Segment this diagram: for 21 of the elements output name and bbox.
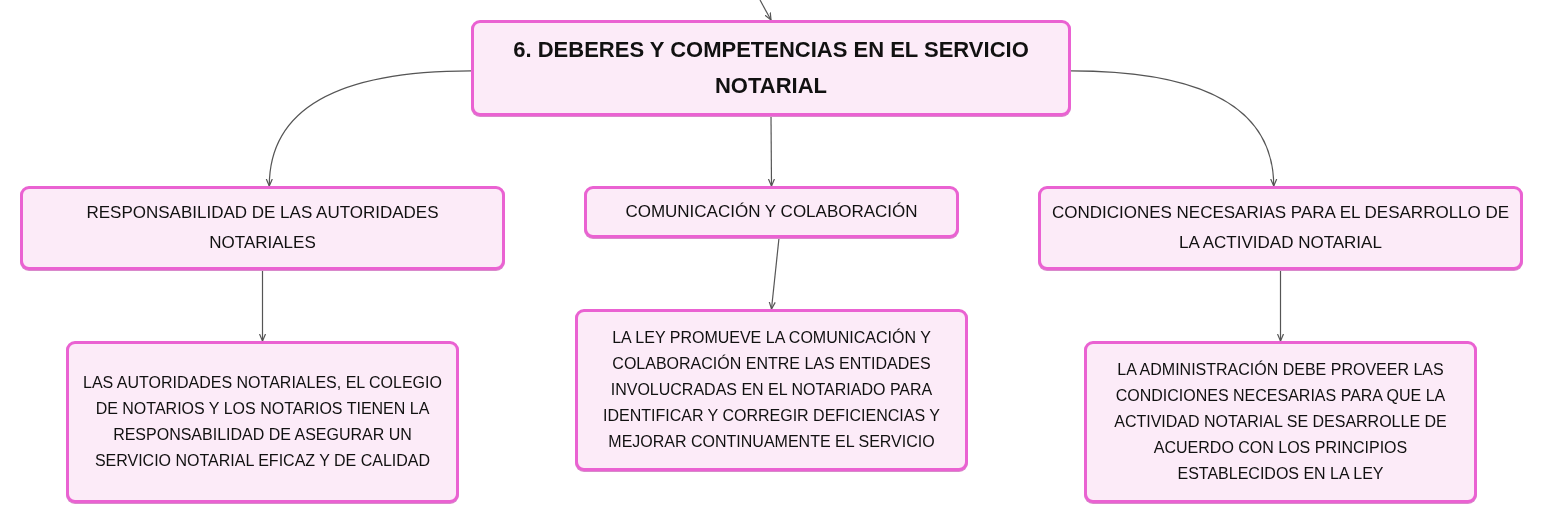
topic-text: LAS AUTORIDADES NOTARIALES, EL COLEGIO DE NOTARIOS Y LOS NOTARIOS TIENEN LA RESPONSABILIDAD DE ASEGURAR UN SERVICIO NOTARIAL EFICAZ Y DE CALIDAD <box>82 373 443 471</box>
connector-arrow <box>768 237 780 310</box>
topic-box <box>20 186 505 270</box>
connector-arrow <box>1276 269 1285 342</box>
topic-box <box>471 20 1071 116</box>
topic-box <box>1038 186 1523 270</box>
connector-arrow <box>258 269 267 342</box>
topic-box <box>1084 341 1477 503</box>
topic-text: 6. DEBERES Y COMPETENCIAS EN EL SERVICIO NOTARIAL <box>512 36 1030 100</box>
topic-text: LA LEY PROMUEVE LA COMUNICACIÓN Y COLABORACIÓN ENTRE LAS ENTIDADES INVOLUCRADAS EN EL NOTARIADO PARA IDENTIFICAR Y CORREGIR DEFICIENCIAS Y MEJORAR CONTINUAMENTE EL SERVICIO <box>602 327 941 452</box>
connector-arrow <box>759 0 772 21</box>
connector-arrow <box>266 70 472 187</box>
topic-text: RESPONSABILIDAD DE LAS AUTORIDADES NOTARIALES <box>85 202 440 254</box>
topic-text: COMUNICACIÓN Y COLABORACIÓN <box>625 201 918 223</box>
topic-box <box>584 186 959 238</box>
topic-text: CONDICIONES NECESARIAS PARA EL DESARROLLO DE LA ACTIVIDAD NOTARIAL <box>1051 202 1510 254</box>
topic-box <box>66 341 459 503</box>
topic-text: LA ADMINISTRACIÓN DEBE PROVEER LAS CONDICIONES NECESARIAS PARA QUE LA ACTIVIDAD NOTARIAL SE DESARROLLE DE ACUERDO CON LOS PRINCIPIOS ESTABLECIDOS EN LA LEY <box>1113 359 1448 484</box>
connector-arrow <box>1070 70 1277 187</box>
topic-box <box>575 309 968 471</box>
connector-arrow <box>767 115 776 187</box>
